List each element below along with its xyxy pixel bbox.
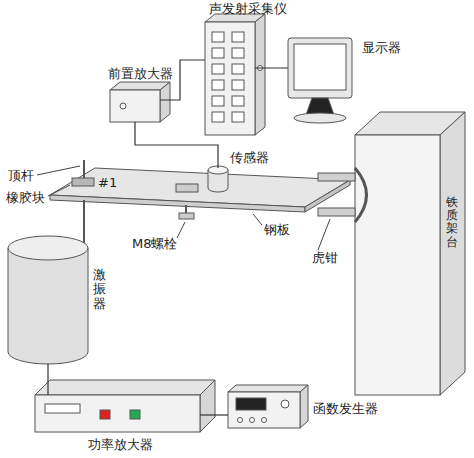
preamp-side <box>160 82 170 122</box>
device-label: 前置放大器 <box>108 66 173 81</box>
rod-upper <box>83 160 85 179</box>
channel-slot <box>232 96 244 106</box>
shaker-top <box>8 236 88 260</box>
part-label: #1 <box>98 175 117 190</box>
leader-line <box>253 214 262 225</box>
stand-front <box>355 135 440 395</box>
leader-line <box>318 219 330 250</box>
monitor-frame <box>288 38 352 98</box>
vise-lower-jaw <box>318 208 355 216</box>
channel-slot <box>232 32 244 42</box>
part-label: 顶杆 <box>8 168 34 183</box>
stand-side <box>440 112 465 395</box>
device-label: 激振器 <box>93 268 106 311</box>
monitor-screen <box>294 44 346 90</box>
fg-top <box>228 385 308 392</box>
rubber-block <box>72 178 94 186</box>
acquisition-unit: 声发射采集仪 <box>205 22 255 135</box>
pa-front <box>35 395 200 432</box>
device-label: 铁质架台 <box>446 196 458 249</box>
leader-line <box>48 185 70 196</box>
channel-slot <box>212 32 224 42</box>
shaker: 激振器 <box>8 236 88 364</box>
pa-side <box>200 380 215 432</box>
device-label: 显示器 <box>362 40 401 55</box>
signal-cable <box>47 364 48 395</box>
fg-jack <box>238 418 243 423</box>
part-label: M8螺栓 <box>132 236 178 251</box>
channel-slot <box>212 96 224 106</box>
monitor-neck <box>306 98 334 115</box>
acq-front <box>205 22 255 135</box>
acq-channels <box>212 32 244 122</box>
device-label: 声发射采集仪 <box>209 1 287 16</box>
channel-slot <box>232 80 244 90</box>
vise-upper-jaw <box>318 173 355 181</box>
channel-slot <box>212 48 224 58</box>
bolt-head <box>176 184 198 192</box>
function-generator: 函数发生器 <box>228 392 300 428</box>
part-label: 橡胶块 <box>6 190 45 205</box>
preamp-front <box>110 90 160 122</box>
leader-line <box>177 222 185 238</box>
monitor-base <box>294 113 346 123</box>
plate-front <box>50 195 305 212</box>
pa-top <box>35 380 215 395</box>
power-amplifier: 功率放大器 <box>35 395 200 432</box>
part-label: 钢板 <box>264 222 290 237</box>
part-label: 虎钳 <box>312 250 338 265</box>
vise-frame <box>355 168 367 222</box>
preamplifier: 前置放大器 <box>110 90 160 122</box>
signal-cable <box>255 67 288 68</box>
device-label: 函数发生器 <box>313 401 378 416</box>
acq-side <box>255 14 265 135</box>
shaker-body <box>8 248 88 364</box>
preamp-port <box>120 103 126 109</box>
signal-cable <box>135 122 218 168</box>
channel-slot <box>212 64 224 74</box>
device-label: 传感器 <box>230 150 269 165</box>
monitor: 显示器 <box>288 38 352 98</box>
fg-side <box>300 385 308 428</box>
leader-line <box>37 166 80 175</box>
fg-jack <box>262 418 267 423</box>
channel-slot <box>212 80 224 90</box>
channel-slot <box>232 112 244 122</box>
pa-display <box>45 404 80 413</box>
device-label: 功率放大器 <box>88 437 153 452</box>
pa-red-button <box>100 410 110 419</box>
iron-stand: 铁质架台 <box>355 112 465 395</box>
plate-side <box>305 180 350 212</box>
fg-front <box>228 392 300 428</box>
channel-slot <box>232 48 244 58</box>
fg-screen <box>236 398 266 410</box>
pa-green-button <box>130 410 140 419</box>
sensor: 传感器 <box>208 168 228 190</box>
bolt-nut <box>179 213 194 219</box>
fg-jack <box>250 418 255 423</box>
channel-slot <box>232 64 244 74</box>
signal-cable <box>200 414 228 415</box>
fg-knob <box>281 400 289 408</box>
channel-slot <box>212 112 224 122</box>
rod-lower <box>83 200 85 245</box>
